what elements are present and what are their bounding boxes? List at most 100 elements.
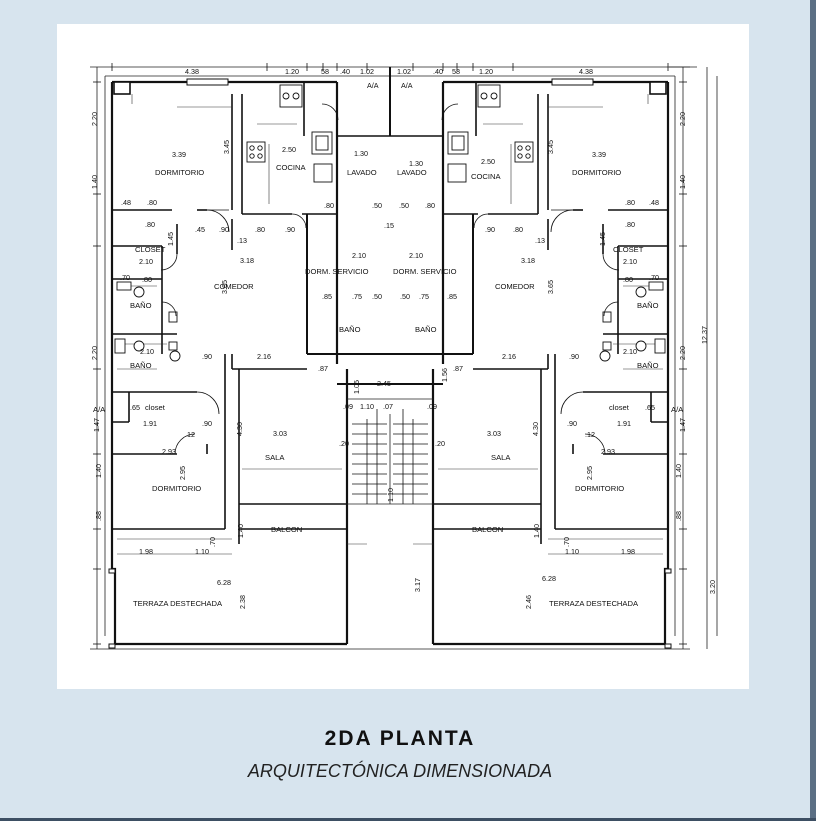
room-label: closet bbox=[609, 403, 630, 412]
dim-label: .90 bbox=[202, 419, 212, 428]
dim-label: .50 bbox=[400, 292, 410, 301]
room-label: TERRAZA DESTECHADA bbox=[133, 599, 223, 608]
dim-label: 1.10 bbox=[195, 547, 209, 556]
right-unit-labels: 4.38 1.20 58 .40 1.02 A/A 2.20 1.40 3.45… bbox=[393, 67, 717, 609]
floor-plan-drawing: 4.38 1.20 58 .40 1.02 A/A 2.20 1.40 3.45… bbox=[88, 61, 718, 651]
room-label: BAÑO bbox=[339, 325, 361, 334]
dim-label: 3.18 bbox=[521, 256, 535, 265]
dim-label: 3.03 bbox=[487, 429, 501, 438]
dim-label: 2.10 bbox=[140, 347, 154, 356]
dim-label: 3.65 bbox=[220, 280, 229, 294]
dim-label: .40 bbox=[433, 67, 443, 76]
bottom-rule bbox=[0, 818, 816, 821]
dim-label: .80 bbox=[625, 220, 635, 229]
dim-label: .48 bbox=[649, 198, 659, 207]
room-label: DORMITORIO bbox=[572, 168, 621, 177]
page-title: 2DA PLANTA bbox=[324, 727, 476, 750]
dim-label: 2.45 bbox=[377, 379, 391, 388]
dim-label: .15 bbox=[384, 221, 394, 230]
dim-label: 2.10 bbox=[623, 257, 637, 266]
dim-label: 1.45 bbox=[166, 232, 175, 246]
dim-label: 1.02 bbox=[397, 67, 411, 76]
dim-label: 1.40 bbox=[90, 175, 99, 189]
page-subtitle: ARQUITECTÓNICA DIMENSIONADA bbox=[247, 761, 553, 781]
room-label: A/A bbox=[367, 81, 379, 90]
dim-label: 1.30 bbox=[409, 159, 423, 168]
dim-label: 1.45 bbox=[598, 232, 607, 246]
right-edge-bar bbox=[810, 0, 816, 821]
room-label: LAVADO bbox=[347, 168, 377, 177]
dim-label: .12 bbox=[585, 430, 595, 439]
dim-label: .90 bbox=[567, 419, 577, 428]
dim-label: .87 bbox=[453, 364, 463, 373]
dim-label: 1.47 bbox=[678, 418, 687, 432]
dim-label: 3.39 bbox=[592, 150, 606, 159]
dim-label: 2.20 bbox=[678, 346, 687, 360]
dim-label: 1.02 bbox=[360, 67, 374, 76]
dim-label: .40 bbox=[340, 67, 350, 76]
dim-label: .85 bbox=[447, 292, 457, 301]
dim-label: 2.50 bbox=[282, 145, 296, 154]
room-label: DORM. SERVICIO bbox=[393, 267, 457, 276]
dim-label: 2.93 bbox=[162, 447, 176, 456]
dim-label: .20 bbox=[435, 439, 445, 448]
dim-label: 3.45 bbox=[222, 140, 231, 154]
dim-label: 1.56 bbox=[440, 368, 449, 382]
dim-label: 1.40 bbox=[532, 524, 541, 538]
room-label: BAÑO bbox=[415, 325, 437, 334]
dim-label: 1.91 bbox=[617, 419, 631, 428]
dim-label: .80 bbox=[623, 275, 633, 284]
dim-label: .88 bbox=[674, 511, 683, 521]
dim-label: .50 bbox=[372, 292, 382, 301]
dim-label: 1.10 bbox=[565, 547, 579, 556]
dim-label: 58 bbox=[321, 67, 329, 76]
room-label: BALCON bbox=[271, 525, 302, 534]
dim-label: .80 bbox=[142, 275, 152, 284]
dim-label: 2.50 bbox=[481, 157, 495, 166]
dim-label: .70 bbox=[208, 537, 217, 547]
dim-label: .80 bbox=[513, 225, 523, 234]
dim-label: 1.40 bbox=[236, 524, 245, 538]
room-label: LAVADO bbox=[397, 168, 427, 177]
dim-label: 2.95 bbox=[585, 466, 594, 480]
dim-label: 6.28 bbox=[542, 574, 556, 583]
dim-label: .90 bbox=[219, 225, 229, 234]
room-label: BAÑO bbox=[637, 301, 659, 310]
dim-label: 1.05 bbox=[352, 380, 361, 394]
room-label: SALA bbox=[265, 453, 285, 462]
room-label: A/A bbox=[401, 81, 413, 90]
dim-label: .88 bbox=[94, 511, 103, 521]
room-label: DORMITORIO bbox=[575, 484, 624, 493]
room-label: BALCON bbox=[472, 525, 503, 534]
room-label: A/A bbox=[93, 405, 106, 414]
dim-label: .80 bbox=[425, 201, 435, 210]
dim-label: 1.91 bbox=[143, 419, 157, 428]
dim-label: .45 bbox=[195, 225, 205, 234]
dim-label: 12.37 bbox=[700, 326, 709, 344]
dim-label: .12 bbox=[185, 430, 195, 439]
dim-label: .20 bbox=[339, 439, 349, 448]
dim-label: 2.16 bbox=[257, 352, 271, 361]
room-label: TERRAZA DESTECHADA bbox=[549, 599, 639, 608]
dim-label: 1.40 bbox=[678, 175, 687, 189]
dim-label: .13 bbox=[535, 236, 545, 245]
room-label: DORM. SERVICIO bbox=[305, 267, 369, 276]
room-label: DORMITORIO bbox=[152, 484, 201, 493]
dim-label: .09 bbox=[427, 402, 437, 411]
dim-label: 4.38 bbox=[185, 67, 199, 76]
dim-label: 3.03 bbox=[273, 429, 287, 438]
room-label: COMEDOR bbox=[495, 282, 535, 291]
dim-label: 3.17 bbox=[413, 578, 422, 592]
dim-label: .50 bbox=[372, 201, 382, 210]
dim-label: 2.20 bbox=[90, 112, 99, 126]
dim-label: .70 bbox=[120, 273, 130, 282]
room-label: closet bbox=[145, 403, 166, 412]
dim-label: 3.45 bbox=[546, 140, 555, 154]
room-label: BAÑO bbox=[130, 301, 152, 310]
dim-label: .50 bbox=[399, 201, 409, 210]
dim-label: 1.47 bbox=[92, 418, 101, 432]
dim-label: .65 bbox=[130, 403, 140, 412]
room-label: A/A bbox=[671, 405, 684, 414]
room-label: BAÑO bbox=[637, 361, 659, 370]
room-label: COCINA bbox=[471, 172, 501, 181]
